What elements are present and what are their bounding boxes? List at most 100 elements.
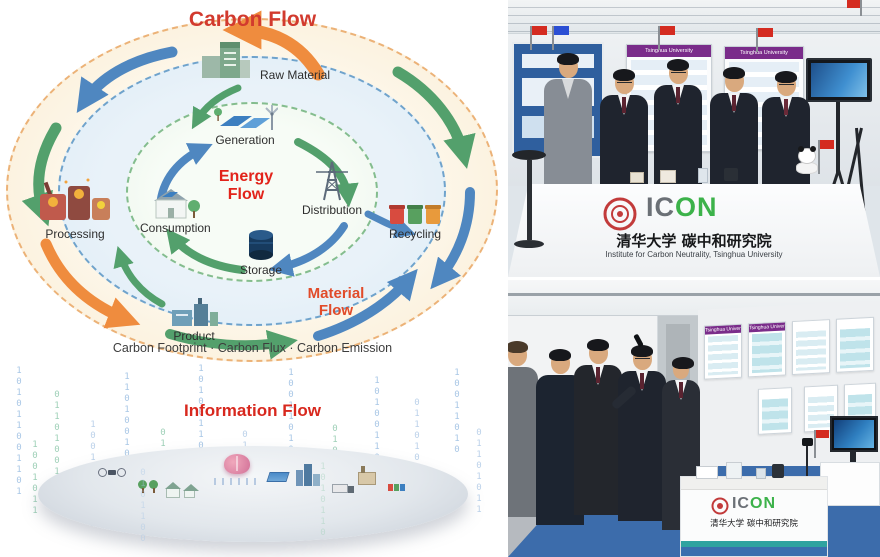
node-product: Product — [168, 296, 220, 343]
product-icon — [172, 298, 218, 326]
generation-icon — [214, 105, 278, 130]
processing-label: Processing — [45, 227, 105, 241]
flag-icon — [814, 430, 829, 458]
flag-icon — [552, 26, 569, 50]
node-recycling: Recycling — [388, 200, 442, 241]
binary-stream: 0110100101 — [52, 390, 62, 500]
table-item — [756, 468, 766, 479]
table-stripe — [681, 547, 827, 556]
binary-stream: 01101011 — [474, 428, 484, 516]
flow-arrows — [21, 10, 476, 360]
flow-diagram: Carbon Flow Raw Material — [6, 8, 498, 545]
person — [544, 53, 592, 191]
flag-icon — [847, 0, 862, 16]
raw-material-label: Raw Material — [260, 68, 331, 82]
display-screen — [806, 58, 872, 102]
research-poster: Tsinghua University — [748, 321, 786, 378]
research-poster — [758, 387, 792, 435]
stool — [508, 150, 550, 277]
booth-table: ICON 清华大学 碳中和研究院 — [680, 476, 828, 557]
city-buildings-icon — [296, 464, 320, 486]
node-distribution: Distribution — [302, 158, 362, 217]
distribution-label: Distribution — [302, 203, 363, 217]
circuit-icon — [214, 478, 260, 485]
truck-icon — [332, 484, 354, 493]
information-flow-title: Information Flow — [184, 401, 321, 420]
flag-icon — [530, 26, 547, 50]
table-item — [724, 168, 738, 181]
photo-booth-team: Tsinghua University Tsinghua University — [508, 0, 880, 277]
factory-icon — [358, 466, 376, 485]
processing-icon — [40, 178, 110, 220]
research-poster — [792, 319, 830, 376]
research-poster: Tsinghua University — [704, 323, 742, 380]
binary-stream: 0101100 — [138, 468, 148, 545]
icon-logo: ICON — [731, 495, 776, 512]
booth-table: ICON 清华大学 碳中和研究院 Institute for Carbon Ne… — [508, 184, 880, 277]
research-poster — [836, 316, 874, 373]
recycling-label: Recycling — [388, 227, 442, 241]
poster-header: Tsinghua University — [749, 322, 785, 333]
demo-monitor — [830, 416, 878, 452]
storage-icon — [249, 230, 274, 260]
ai-brain-icon — [224, 454, 250, 474]
poster-header: Tsinghua University — [627, 45, 711, 57]
speaker-person — [610, 333, 666, 521]
side-desk — [820, 462, 880, 506]
recycling-bins-icon — [389, 205, 441, 224]
flag-icon — [658, 26, 675, 50]
energy-flow-label: Energy Flow — [218, 168, 274, 203]
screen-stand — [836, 102, 840, 174]
flag-icon — [818, 140, 834, 174]
table-item — [726, 462, 742, 479]
consumption-label: Consumption — [140, 221, 211, 235]
poster-content — [840, 327, 870, 369]
carbon-flow-title: Carbon Flow — [188, 8, 317, 31]
node-generation: Generation — [212, 102, 278, 147]
table-item — [630, 172, 644, 183]
panda-plush — [796, 146, 818, 174]
tsinghua-emblem-icon — [603, 197, 637, 231]
institute-name-cn: 清华大学 碳中和研究院 — [710, 519, 798, 529]
person — [574, 339, 622, 515]
ceiling — [508, 0, 880, 34]
table-stripe — [681, 541, 827, 547]
generation-label: Generation — [215, 133, 275, 147]
carbon-caption: Carbon Footprint · Carbon Flux · Carbon … — [112, 341, 393, 355]
product-label: Product — [173, 329, 215, 343]
node-consumption: Consumption — [140, 186, 211, 235]
binary-stream: 1001101011 — [286, 368, 296, 478]
poster-content — [752, 332, 782, 374]
smart-city-platform — [38, 446, 468, 542]
raw-material-icon — [202, 42, 250, 78]
icon-logo: ICON — [646, 192, 718, 222]
poster-header: Tsinghua University — [705, 324, 741, 335]
binary-stream: 10011010 — [452, 368, 462, 456]
binary-stream: 101011001101 — [14, 366, 24, 498]
monitor-stand — [850, 452, 856, 462]
table-item — [772, 464, 784, 478]
drone-icon — [98, 468, 126, 477]
flag-icon — [756, 28, 773, 52]
storage-label: Storage — [240, 263, 283, 277]
camera-tripod — [806, 446, 808, 478]
tsinghua-emblem-icon — [711, 497, 729, 515]
binary-stream: 0110100101 — [412, 398, 422, 508]
camera-icon — [802, 438, 813, 446]
consumption-icon — [154, 189, 201, 219]
photo-column: Tsinghua University Tsinghua University — [508, 0, 880, 557]
table-item — [660, 170, 676, 183]
poster-content — [796, 330, 826, 371]
trees-icon — [138, 480, 158, 493]
screen-content — [834, 420, 874, 448]
poster-content — [762, 398, 788, 431]
table-item — [696, 466, 718, 479]
table-top — [681, 477, 827, 490]
institute-name-en: Institute for Carbon Neutrality, Tsinghu… — [605, 250, 783, 259]
institute-name-cn: 清华大学 碳中和研究院 — [616, 232, 772, 250]
material-flow-label: Material Flow — [307, 285, 365, 319]
houses-icon — [165, 482, 199, 498]
solar-panel-icon — [266, 472, 290, 482]
binary-stream: 1010011010 — [196, 364, 206, 474]
node-raw-material: Raw Material — [196, 36, 330, 82]
